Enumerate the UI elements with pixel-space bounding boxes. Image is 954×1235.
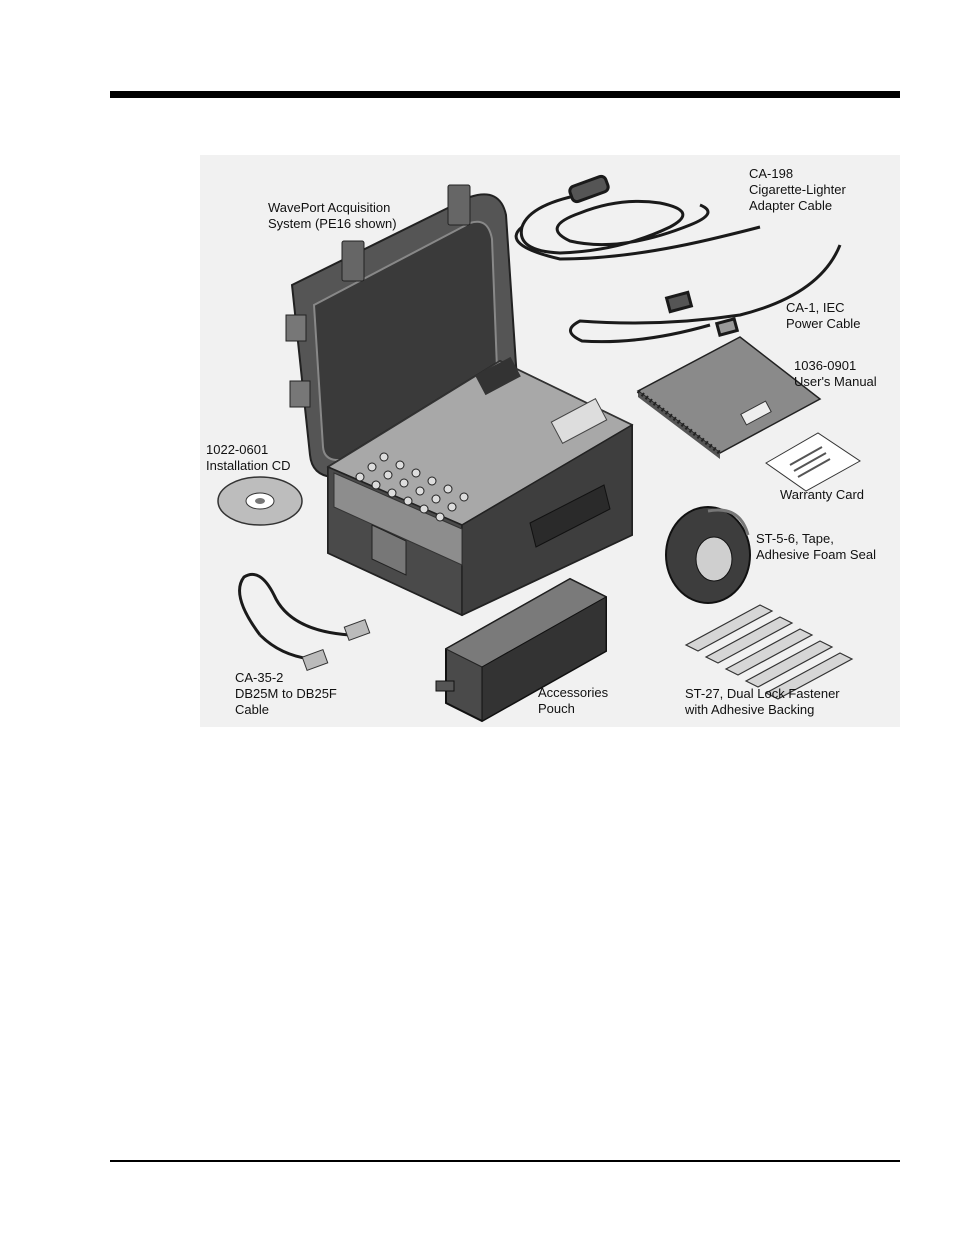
dual-lock-fastener-strips xyxy=(684,604,854,700)
label-ca198-cable: CA-198 Cigarette-Lighter Adapter Cable xyxy=(749,166,846,213)
cigarette-lighter-cable xyxy=(514,174,761,261)
label-warranty-card: Warranty Card xyxy=(780,487,865,502)
accessories-pouch xyxy=(435,577,608,723)
label-ca1-power-cable: CA-1, IEC Power Cable xyxy=(786,300,861,331)
label-foam-tape: ST-5-6, Tape, Adhesive Foam Seal xyxy=(756,531,876,562)
iec-power-cable xyxy=(569,244,842,344)
kit-illustration xyxy=(217,174,861,723)
label-waveport-system: WavePort Acquisition System (PE16 shown) xyxy=(268,200,397,231)
db25-cable xyxy=(238,572,371,671)
warranty-card xyxy=(765,432,861,492)
kit-contents-figure: WavePort Acquisition System (PE16 shown)… xyxy=(200,155,900,727)
bnc-connectors xyxy=(355,452,469,522)
label-st27-fastener: ST-27, Dual Lock Fastener with Adhesive … xyxy=(685,686,840,717)
header-rule xyxy=(110,91,900,98)
case-body xyxy=(326,356,634,617)
foam-tape-roll xyxy=(665,506,751,604)
footer-rule xyxy=(110,1160,900,1162)
label-installation-cd: 1022-0601 Installation CD xyxy=(206,442,291,473)
label-ca35-2-cable: CA-35-2 DB25M to DB25F Cable xyxy=(235,670,337,717)
label-users-manual: 1036-0901 User's Manual xyxy=(794,358,877,389)
users-manual xyxy=(636,336,822,459)
label-accessories-pouch: Accessories Pouch xyxy=(538,685,609,716)
installation-cd xyxy=(217,476,303,526)
